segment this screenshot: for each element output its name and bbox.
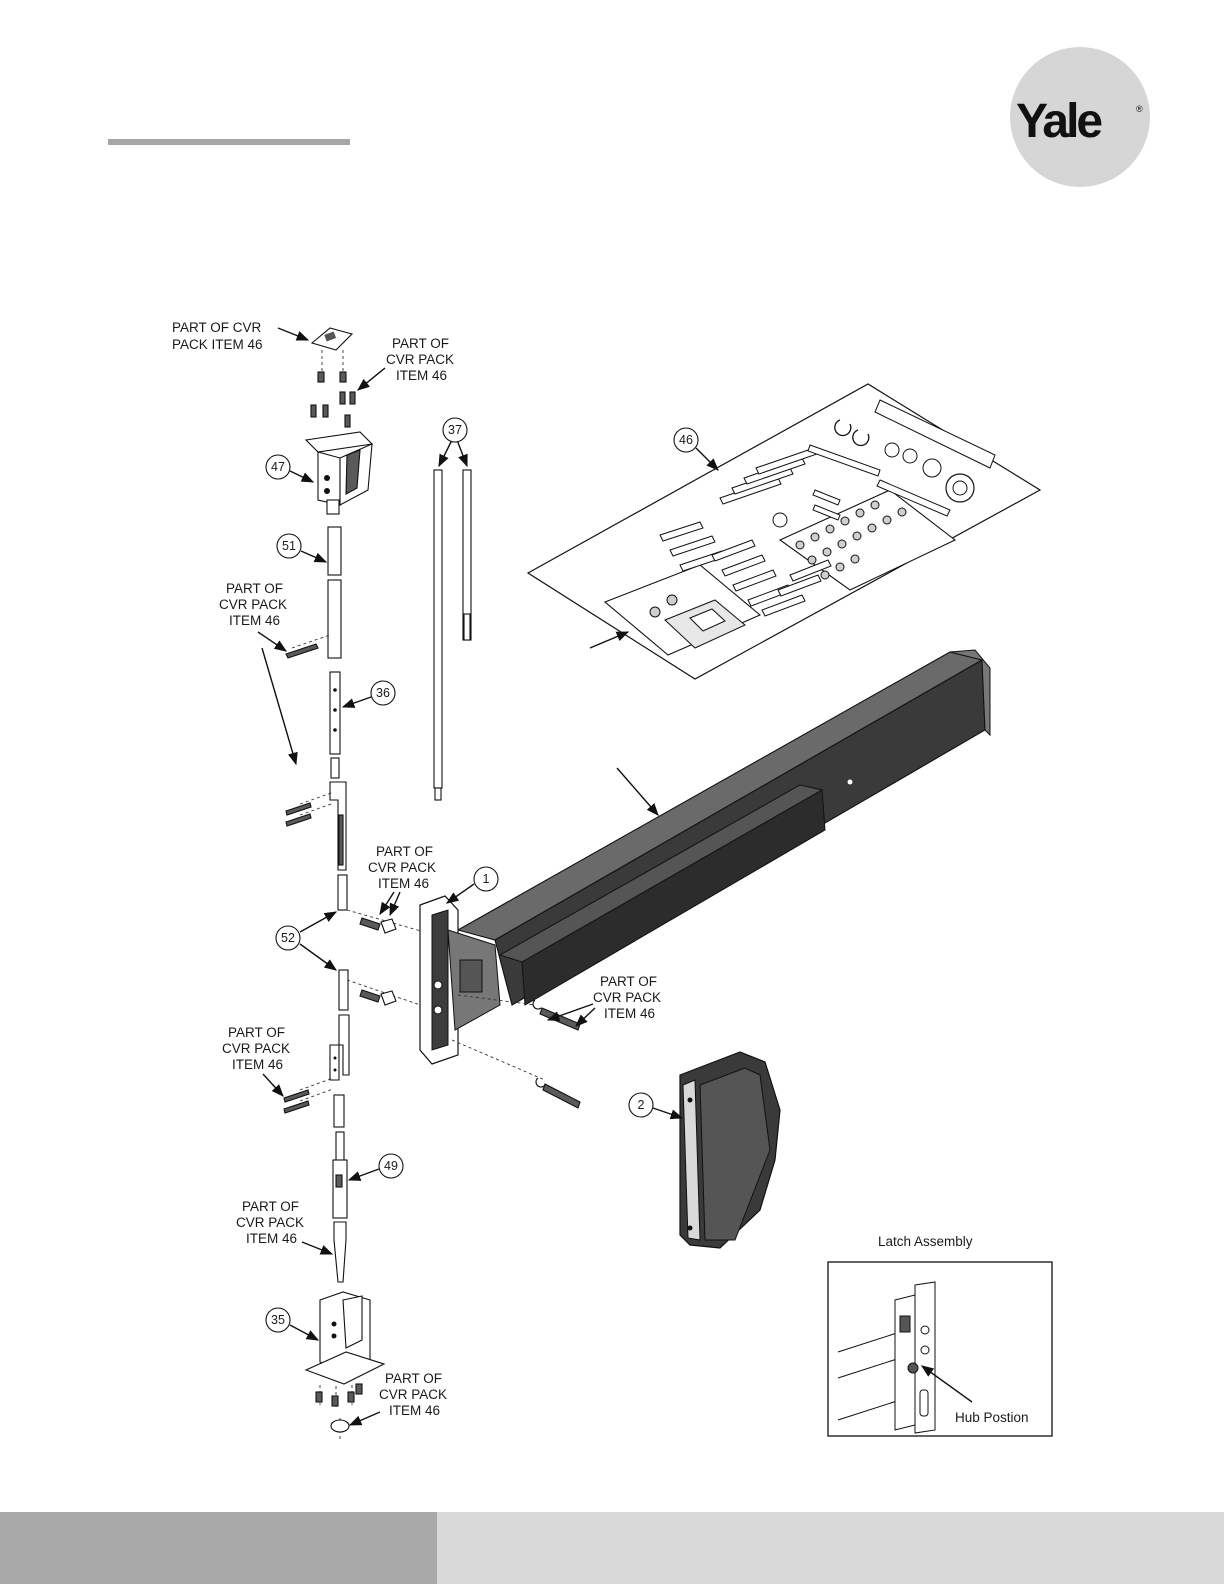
svg-text:49: 49 (384, 1159, 398, 1173)
top-screws (311, 372, 355, 427)
vertical-rods-37 (434, 440, 471, 800)
trademark-mark: ® (1136, 104, 1143, 114)
svg-text:CVR PACK: CVR PACK (379, 1387, 447, 1402)
svg-text:CVR PACK: CVR PACK (219, 597, 287, 612)
callout-35: 35 (266, 1308, 290, 1332)
top-latch-47 (306, 432, 372, 514)
callout-49: 49 (379, 1154, 403, 1178)
svg-text:1: 1 (483, 872, 490, 886)
svg-text:51: 51 (282, 539, 296, 553)
svg-text:ITEM 46: ITEM 46 (246, 1231, 297, 1246)
cvr-hardware-pack-46 (528, 384, 1040, 679)
rod-49 (333, 1160, 347, 1218)
svg-text:35: 35 (271, 1313, 285, 1327)
yale-logo: Yale ® (1010, 47, 1150, 187)
svg-text:PART OF: PART OF (226, 581, 283, 596)
callout-52: 52 (276, 926, 300, 950)
svg-text:ITEM 46: ITEM 46 (396, 368, 447, 383)
note-top-right: PART OF CVR PACK ITEM 46 (386, 336, 454, 383)
note-bottom-right: PART OF CVR PACK ITEM 46 (379, 1371, 447, 1418)
svg-text:CVR PACK: CVR PACK (593, 990, 661, 1005)
callout-36: 36 (371, 681, 395, 705)
svg-text:ITEM 46: ITEM 46 (604, 1006, 655, 1021)
callout-47: 47 (266, 455, 290, 479)
bottom-latch-bolt (334, 1222, 346, 1282)
note-lower-left: PART OF CVR PACK ITEM 46 (222, 1025, 290, 1072)
rod-51-lower (328, 580, 341, 658)
note-right: PART OF CVR PACK ITEM 46 (593, 974, 661, 1021)
svg-text:CVR PACK: CVR PACK (386, 352, 454, 367)
bottom-strike (331, 1420, 349, 1432)
exit-device-bar (458, 650, 990, 1005)
svg-text:36: 36 (376, 686, 390, 700)
header-rule (108, 139, 350, 145)
upper-rod-connector (330, 782, 346, 870)
inset-title: Latch Assembly (878, 1234, 973, 1249)
note-center: PART OF CVR PACK ITEM 46 (368, 844, 436, 891)
lower-rod-connector (330, 1015, 349, 1080)
brand-name: Yale (1016, 95, 1102, 148)
callout-2: 2 (629, 1093, 653, 1117)
rod-36 (330, 672, 340, 754)
svg-text:PART OF: PART OF (385, 1371, 442, 1386)
end-cap-2 (680, 1052, 780, 1248)
footer-right-band (437, 1512, 1224, 1584)
svg-text:PART OF: PART OF (376, 844, 433, 859)
svg-text:ITEM 46: ITEM 46 (389, 1403, 440, 1418)
note-top-left: PART OF CVR PACK ITEM 46 (172, 320, 263, 352)
svg-text:ITEM 46: ITEM 46 (232, 1057, 283, 1072)
svg-text:46: 46 (679, 433, 693, 447)
svg-text:CVR PACK: CVR PACK (236, 1215, 304, 1230)
callout-37: 37 (443, 418, 467, 442)
svg-text:47: 47 (271, 460, 285, 474)
hub-position-label: Hub Postion (955, 1410, 1029, 1425)
svg-text:ITEM 46: ITEM 46 (229, 613, 280, 628)
svg-text:37: 37 (448, 423, 462, 437)
svg-text:PART OF: PART OF (392, 336, 449, 351)
footer-left-band (0, 1512, 437, 1584)
svg-text:52: 52 (281, 931, 295, 945)
svg-text:PART OF: PART OF (242, 1199, 299, 1214)
svg-text:PART OF CVR: PART OF CVR (172, 320, 262, 335)
svg-text:PART OF: PART OF (228, 1025, 285, 1040)
callout-1: 1 (474, 867, 498, 891)
rod-screw-upper (286, 644, 318, 658)
note-mid-left: PART OF CVR PACK ITEM 46 (219, 581, 287, 628)
bottom-latch-35 (306, 1292, 384, 1384)
svg-text:2: 2 (638, 1098, 645, 1112)
svg-text:PART OF: PART OF (600, 974, 657, 989)
callout-51: 51 (277, 534, 301, 558)
note-bottom-left: PART OF CVR PACK ITEM 46 (236, 1199, 304, 1246)
svg-text:CVR PACK: CVR PACK (368, 860, 436, 875)
svg-text:ITEM 46: ITEM 46 (378, 876, 429, 891)
side-screw-lower (543, 1084, 580, 1108)
rod-51-upper (328, 527, 341, 575)
callout-46: 46 (674, 428, 698, 452)
svg-text:PACK ITEM 46: PACK ITEM 46 (172, 337, 263, 352)
svg-text:CVR PACK: CVR PACK (222, 1041, 290, 1056)
latch-assembly-inset: Latch Assembly Hub Postion (828, 1234, 1052, 1436)
